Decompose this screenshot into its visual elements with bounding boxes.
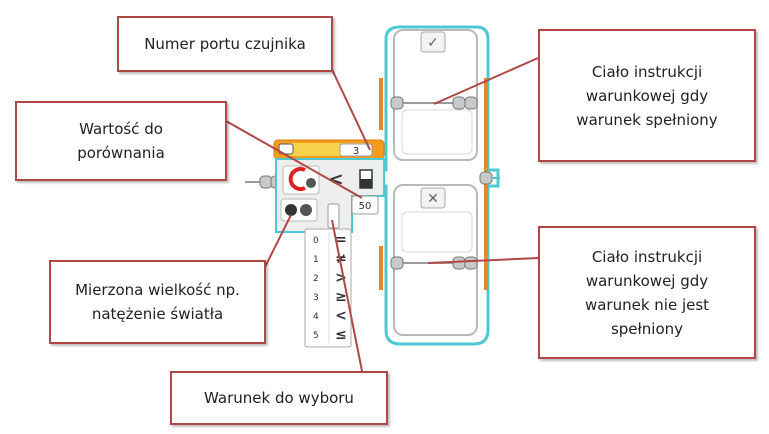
dropdown-option-symbol: ≥ [335, 289, 347, 305]
callout-comparison-value: Wartość do porównania [15, 101, 227, 181]
light-mode-icon[interactable] [280, 198, 318, 222]
callout-port-number: Numer portu czujnika [117, 16, 333, 72]
dropdown-option-symbol: = [335, 232, 347, 248]
dropdown-option-index: 2 [313, 274, 319, 284]
case-false[interactable]: ✕ [393, 184, 478, 336]
switch-header[interactable]: 3 [273, 139, 385, 160]
callout-true-body: Ciało instrukcji warunkowej gdy warunek … [538, 29, 756, 162]
switch-frame-outline [374, 25, 500, 346]
dropdown-option-index: 4 [313, 312, 319, 322]
dropdown-option-symbol: ≤ [335, 327, 347, 343]
check-icon: ✓ [427, 35, 439, 51]
dropdown-option-index: 5 [313, 331, 319, 341]
threshold-icon [359, 169, 373, 189]
port-number: 3 [353, 146, 359, 157]
dropdown-option[interactable]: 4< [313, 308, 347, 324]
leader-lines [225, 43, 539, 372]
dropdown-option-symbol: > [335, 270, 347, 286]
dropdown-option-symbol: < [335, 308, 347, 324]
callout-measured-quantity: Mierzona wielkość np. natężenie światła [49, 260, 266, 344]
x-icon: ✕ [427, 191, 439, 207]
threshold-field[interactable]: 50 [351, 195, 379, 215]
threshold-value: 50 [359, 201, 372, 212]
dropdown-option[interactable]: 5≤ [313, 327, 347, 343]
dropdown-option-index: 0 [313, 236, 319, 246]
callout-condition-choice: Warunek do wyboru [170, 371, 388, 425]
color-sensor-icon[interactable] [282, 165, 320, 195]
dropdown-option-symbol: ≠ [335, 251, 347, 267]
port-field[interactable] [339, 143, 373, 157]
callout-false-body: Ciało instrukcji warunkowej gdy warunek … [538, 226, 756, 359]
dropdown-option-index: 3 [313, 293, 319, 303]
case-true[interactable]: ✓ [393, 29, 478, 161]
dropdown-option[interactable]: 3≥ [313, 289, 347, 305]
dropdown-option-index: 1 [313, 255, 319, 265]
dropdown-option[interactable]: 1≠ [313, 251, 347, 267]
dropdown-option[interactable]: 0= [313, 232, 347, 248]
dropdown-option[interactable]: 2> [313, 270, 347, 286]
